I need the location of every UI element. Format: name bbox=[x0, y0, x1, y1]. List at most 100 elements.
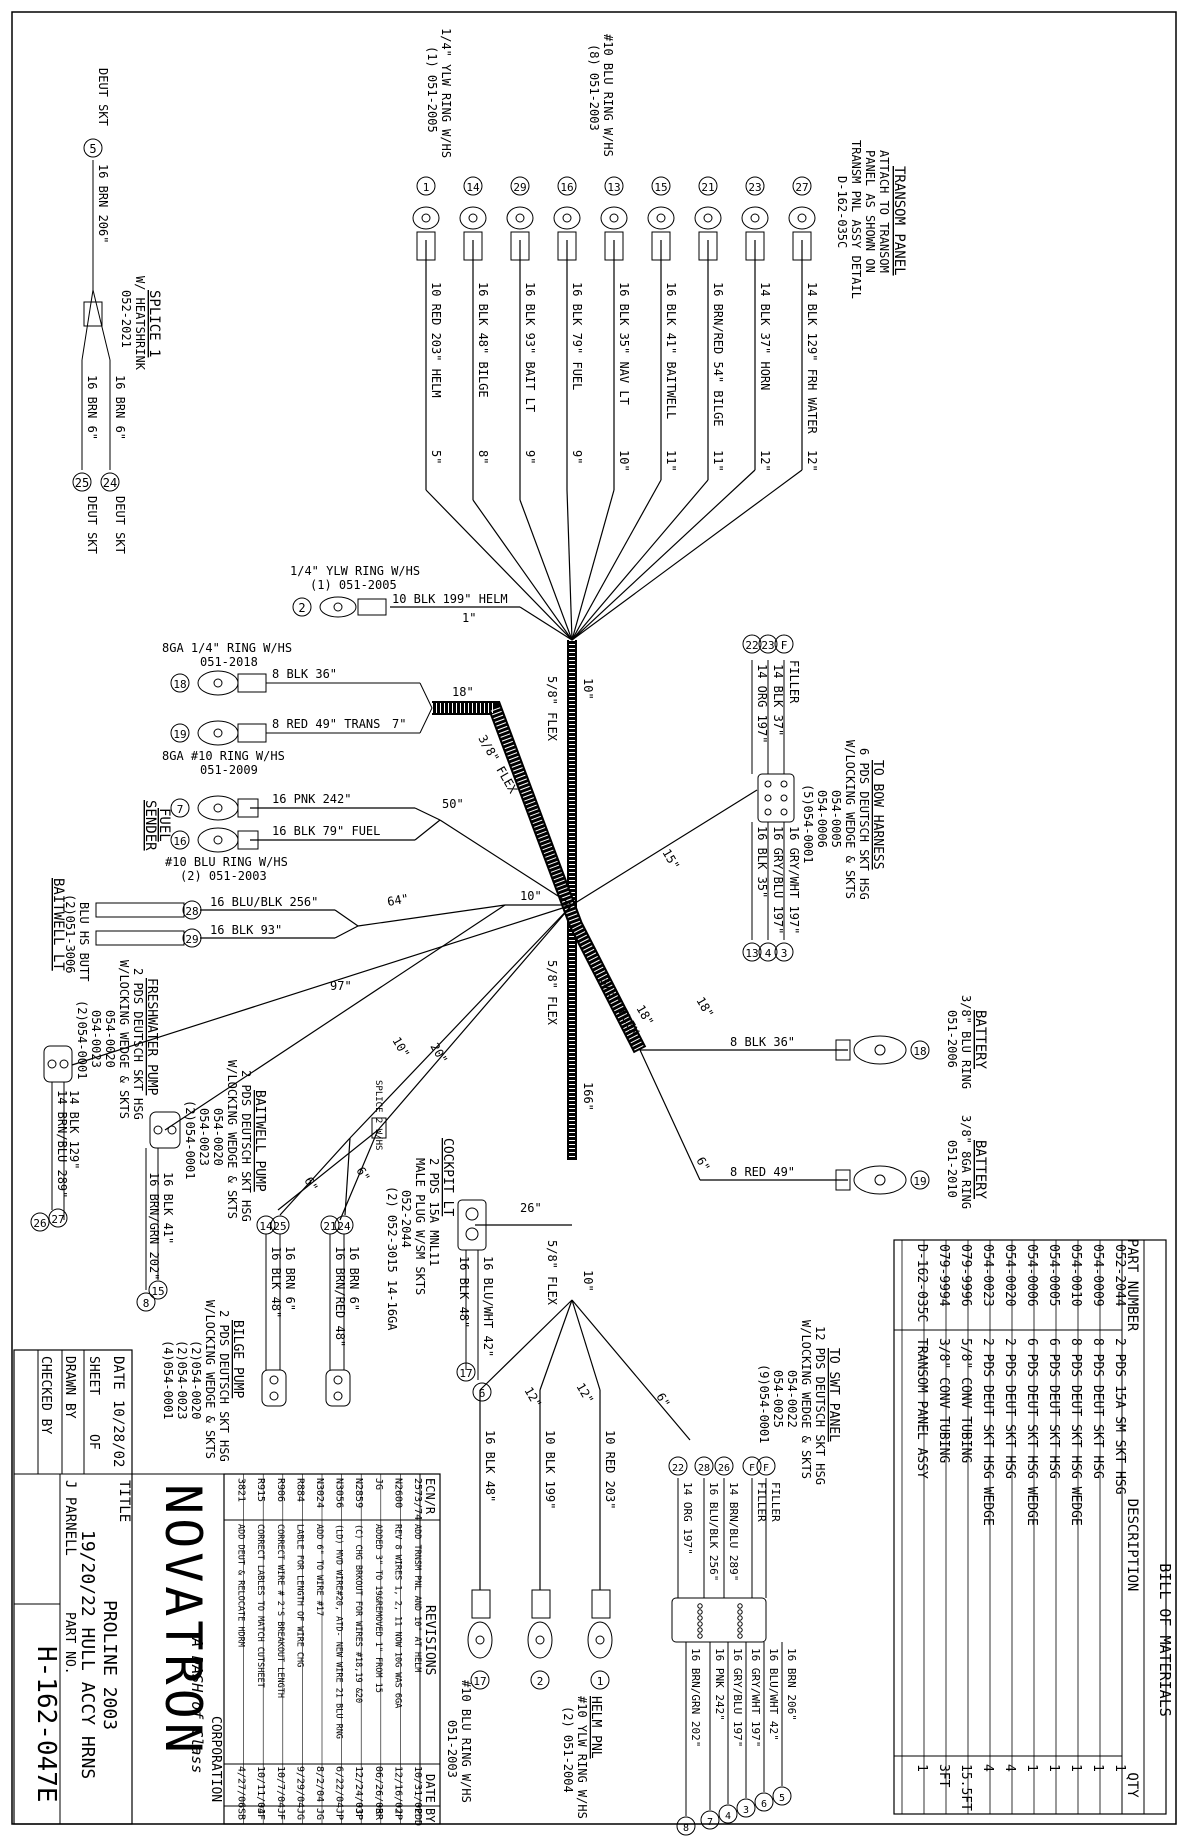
bow-w23-label: 14 BLK 37" bbox=[771, 664, 785, 736]
wire2-label: 10 BLK 199" HELM bbox=[392, 592, 508, 606]
fuel-title: FUEL bbox=[156, 808, 172, 842]
swt-right-label: 16 BLU/WHT 42" bbox=[767, 1648, 780, 1741]
fresh-note: 054-0020 bbox=[103, 1010, 117, 1068]
helm-panel: 12" 12" 10 RED 203" 10 BLK 199" 16 BLK 4… bbox=[445, 1381, 617, 1819]
rev-header-title: REVISIONS bbox=[422, 1605, 437, 1675]
baitwell-pump-note: 054-0020 bbox=[211, 1108, 225, 1166]
title-label: TITLE bbox=[116, 1480, 132, 1522]
fresh-len: 97" bbox=[330, 979, 352, 993]
fuel-len: 50" bbox=[442, 797, 464, 811]
cockpit-lt: COCKPIT LT 2 PDS 15A MNL11 MALE PLUG W/S… bbox=[385, 1138, 595, 1402]
baitwell-pump-title: BAITWELL PUMP bbox=[252, 1090, 267, 1192]
bp-w15-num: 15 bbox=[151, 1285, 164, 1298]
bow-note: 6 PDS DEUTSCH SKT HSG bbox=[857, 748, 871, 900]
transom-ring-note: 1/4" YLW RING W/HS bbox=[439, 28, 453, 158]
company-logo: NOVATRON bbox=[154, 1484, 212, 1757]
swt-right-num: 7 bbox=[707, 1817, 713, 1828]
transom-wire-marker bbox=[651, 176, 671, 196]
cockpit-note: MALE PLUG W/SM SKTS bbox=[413, 1158, 427, 1295]
bilge-w14-label: 16 BLK 48" bbox=[269, 1246, 283, 1318]
bow-w4-label: 16 GRY/BLU 197" bbox=[771, 826, 785, 934]
transom-wire-num: 1 bbox=[423, 181, 430, 194]
bow-w22-num: 22 bbox=[745, 639, 758, 652]
bom-description: 2 PDS DEUT SKT HSG WEDGE bbox=[980, 1338, 995, 1526]
bom-part-number: 079-9994 bbox=[936, 1244, 951, 1307]
swt-left-label: FILLER bbox=[755, 1482, 768, 1522]
rev-text: LABLE FOR LENGTH OF WIRE CHG bbox=[294, 1524, 304, 1667]
splice1-out1-num: 24 bbox=[103, 476, 117, 490]
transom-wire-marker bbox=[698, 176, 718, 196]
bom-description: TRANSOM PANEL ASSY bbox=[914, 1338, 929, 1479]
swt-title: TO SWT PANEL bbox=[826, 1348, 841, 1442]
wire27-num: 27 bbox=[51, 1213, 64, 1226]
wire26-label: 14 BRN/BLU 289" bbox=[55, 1090, 69, 1198]
cockpit-note: (2) 052-3015 14-16GA bbox=[385, 1186, 399, 1331]
transom-ring-note: #10 BLU RING W/HS bbox=[601, 34, 615, 157]
drawn-by-value: J PARNELL bbox=[62, 1480, 78, 1556]
swt-left-marker bbox=[694, 1456, 714, 1476]
ring-terminal bbox=[553, 206, 581, 230]
battery1-note: 051-2006 bbox=[945, 1010, 959, 1068]
bom-part-number: 052-2044 bbox=[1112, 1244, 1127, 1307]
bom-part-number: 079-9996 bbox=[958, 1244, 973, 1307]
splice2-label: SPLICE 2 W/HS bbox=[373, 1080, 383, 1150]
splice1-in-num: 5 bbox=[89, 142, 96, 156]
splice1-title: SPLICE 1 bbox=[146, 290, 162, 357]
helm-title: HELM PNL bbox=[588, 1696, 603, 1759]
transom-wire-num: 14 bbox=[466, 181, 480, 194]
swt-left-label: 14 ORG 197" bbox=[681, 1482, 694, 1555]
date-value: 10/28/02 bbox=[110, 1400, 126, 1467]
ring-terminal bbox=[506, 206, 534, 230]
rev-ecn: R915 bbox=[255, 1478, 266, 1502]
transom-note-line: ATTACH TO TRANSOM bbox=[877, 150, 891, 273]
part-no-label: PART NO. bbox=[62, 1612, 77, 1675]
swt-right-label: 16 BRN 206" bbox=[785, 1648, 798, 1721]
swt-left-marker bbox=[714, 1456, 734, 1476]
rev-header-by: BY bbox=[423, 1808, 437, 1823]
fuel-ring-note: (2) 051-2003 bbox=[180, 869, 267, 883]
transom-wire-label: 14 BLK 37" HORN bbox=[758, 282, 772, 390]
cockpit-w17-num: 17 bbox=[459, 1367, 472, 1380]
swt-left-marker bbox=[668, 1456, 688, 1476]
ring-terminal bbox=[694, 206, 722, 230]
bom-part-number: 054-0005 bbox=[1046, 1244, 1061, 1307]
battery2-wire: 8 RED 49" bbox=[730, 1165, 795, 1179]
wire29-label: 16 BLK 93" bbox=[210, 923, 282, 937]
splice1-out2-num: 25 bbox=[75, 476, 89, 490]
helm-w1-label: 10 RED 203" bbox=[603, 1430, 617, 1509]
harness-trunk bbox=[432, 640, 647, 1160]
transom-wire-marker bbox=[416, 176, 436, 196]
rev-ecn: N3056 bbox=[334, 1478, 345, 1508]
bilge-len-a: 6" bbox=[301, 1175, 320, 1195]
battery2-num: 19 bbox=[913, 1175, 926, 1188]
rev-ecn: N3024 bbox=[314, 1478, 325, 1508]
ring-terminal bbox=[788, 206, 816, 230]
bom-part-number: 054-0009 bbox=[1090, 1244, 1105, 1307]
swt-right-num: 6 bbox=[761, 1799, 767, 1810]
bom-description: 3/8" CONV TUBING bbox=[936, 1338, 951, 1463]
transom-wire-marker bbox=[557, 176, 577, 196]
bilge-w24-num: 24 bbox=[337, 1220, 351, 1233]
rev-by: JP bbox=[353, 1808, 364, 1820]
bom-header-desc: DESCRIPTION bbox=[1124, 1499, 1140, 1592]
bow-harness: TO BOW HARNESS 6 PDS DEUTSCH SKT HSG W/L… bbox=[659, 634, 885, 962]
bow-w13-label: 16 BLK 35" bbox=[755, 826, 769, 898]
rev-by: JF bbox=[255, 1808, 266, 1820]
battery2-title: BATTERY bbox=[972, 1140, 988, 1200]
bow-w4-num: 4 bbox=[765, 947, 772, 960]
transom-title: TRANSOM PANEL bbox=[891, 166, 907, 276]
wire2-num: 2 bbox=[298, 601, 305, 615]
bilge-note: (4)054-0001 bbox=[161, 1340, 175, 1419]
helm-w2-num: 2 bbox=[537, 1675, 544, 1688]
flex4-label: 5/8" FLEX bbox=[545, 960, 559, 1026]
bom-description: 2 PDS DEUT SKT HSG bbox=[1002, 1338, 1017, 1479]
wire26-num: 26 bbox=[33, 1217, 46, 1230]
bom-part-number: 054-0020 bbox=[1002, 1244, 1017, 1307]
splice1-deut-a: DEUT SKT bbox=[113, 496, 127, 554]
transom-wire-label: 14 BLK 129" FRH WATER bbox=[805, 282, 819, 434]
bilge-w21-num: 21 bbox=[323, 1220, 336, 1233]
rev-header-date: DATE bbox=[423, 1774, 437, 1803]
rev-date: 10/7/04 bbox=[275, 1766, 286, 1808]
rev-date: 6/22/04 bbox=[334, 1766, 345, 1808]
